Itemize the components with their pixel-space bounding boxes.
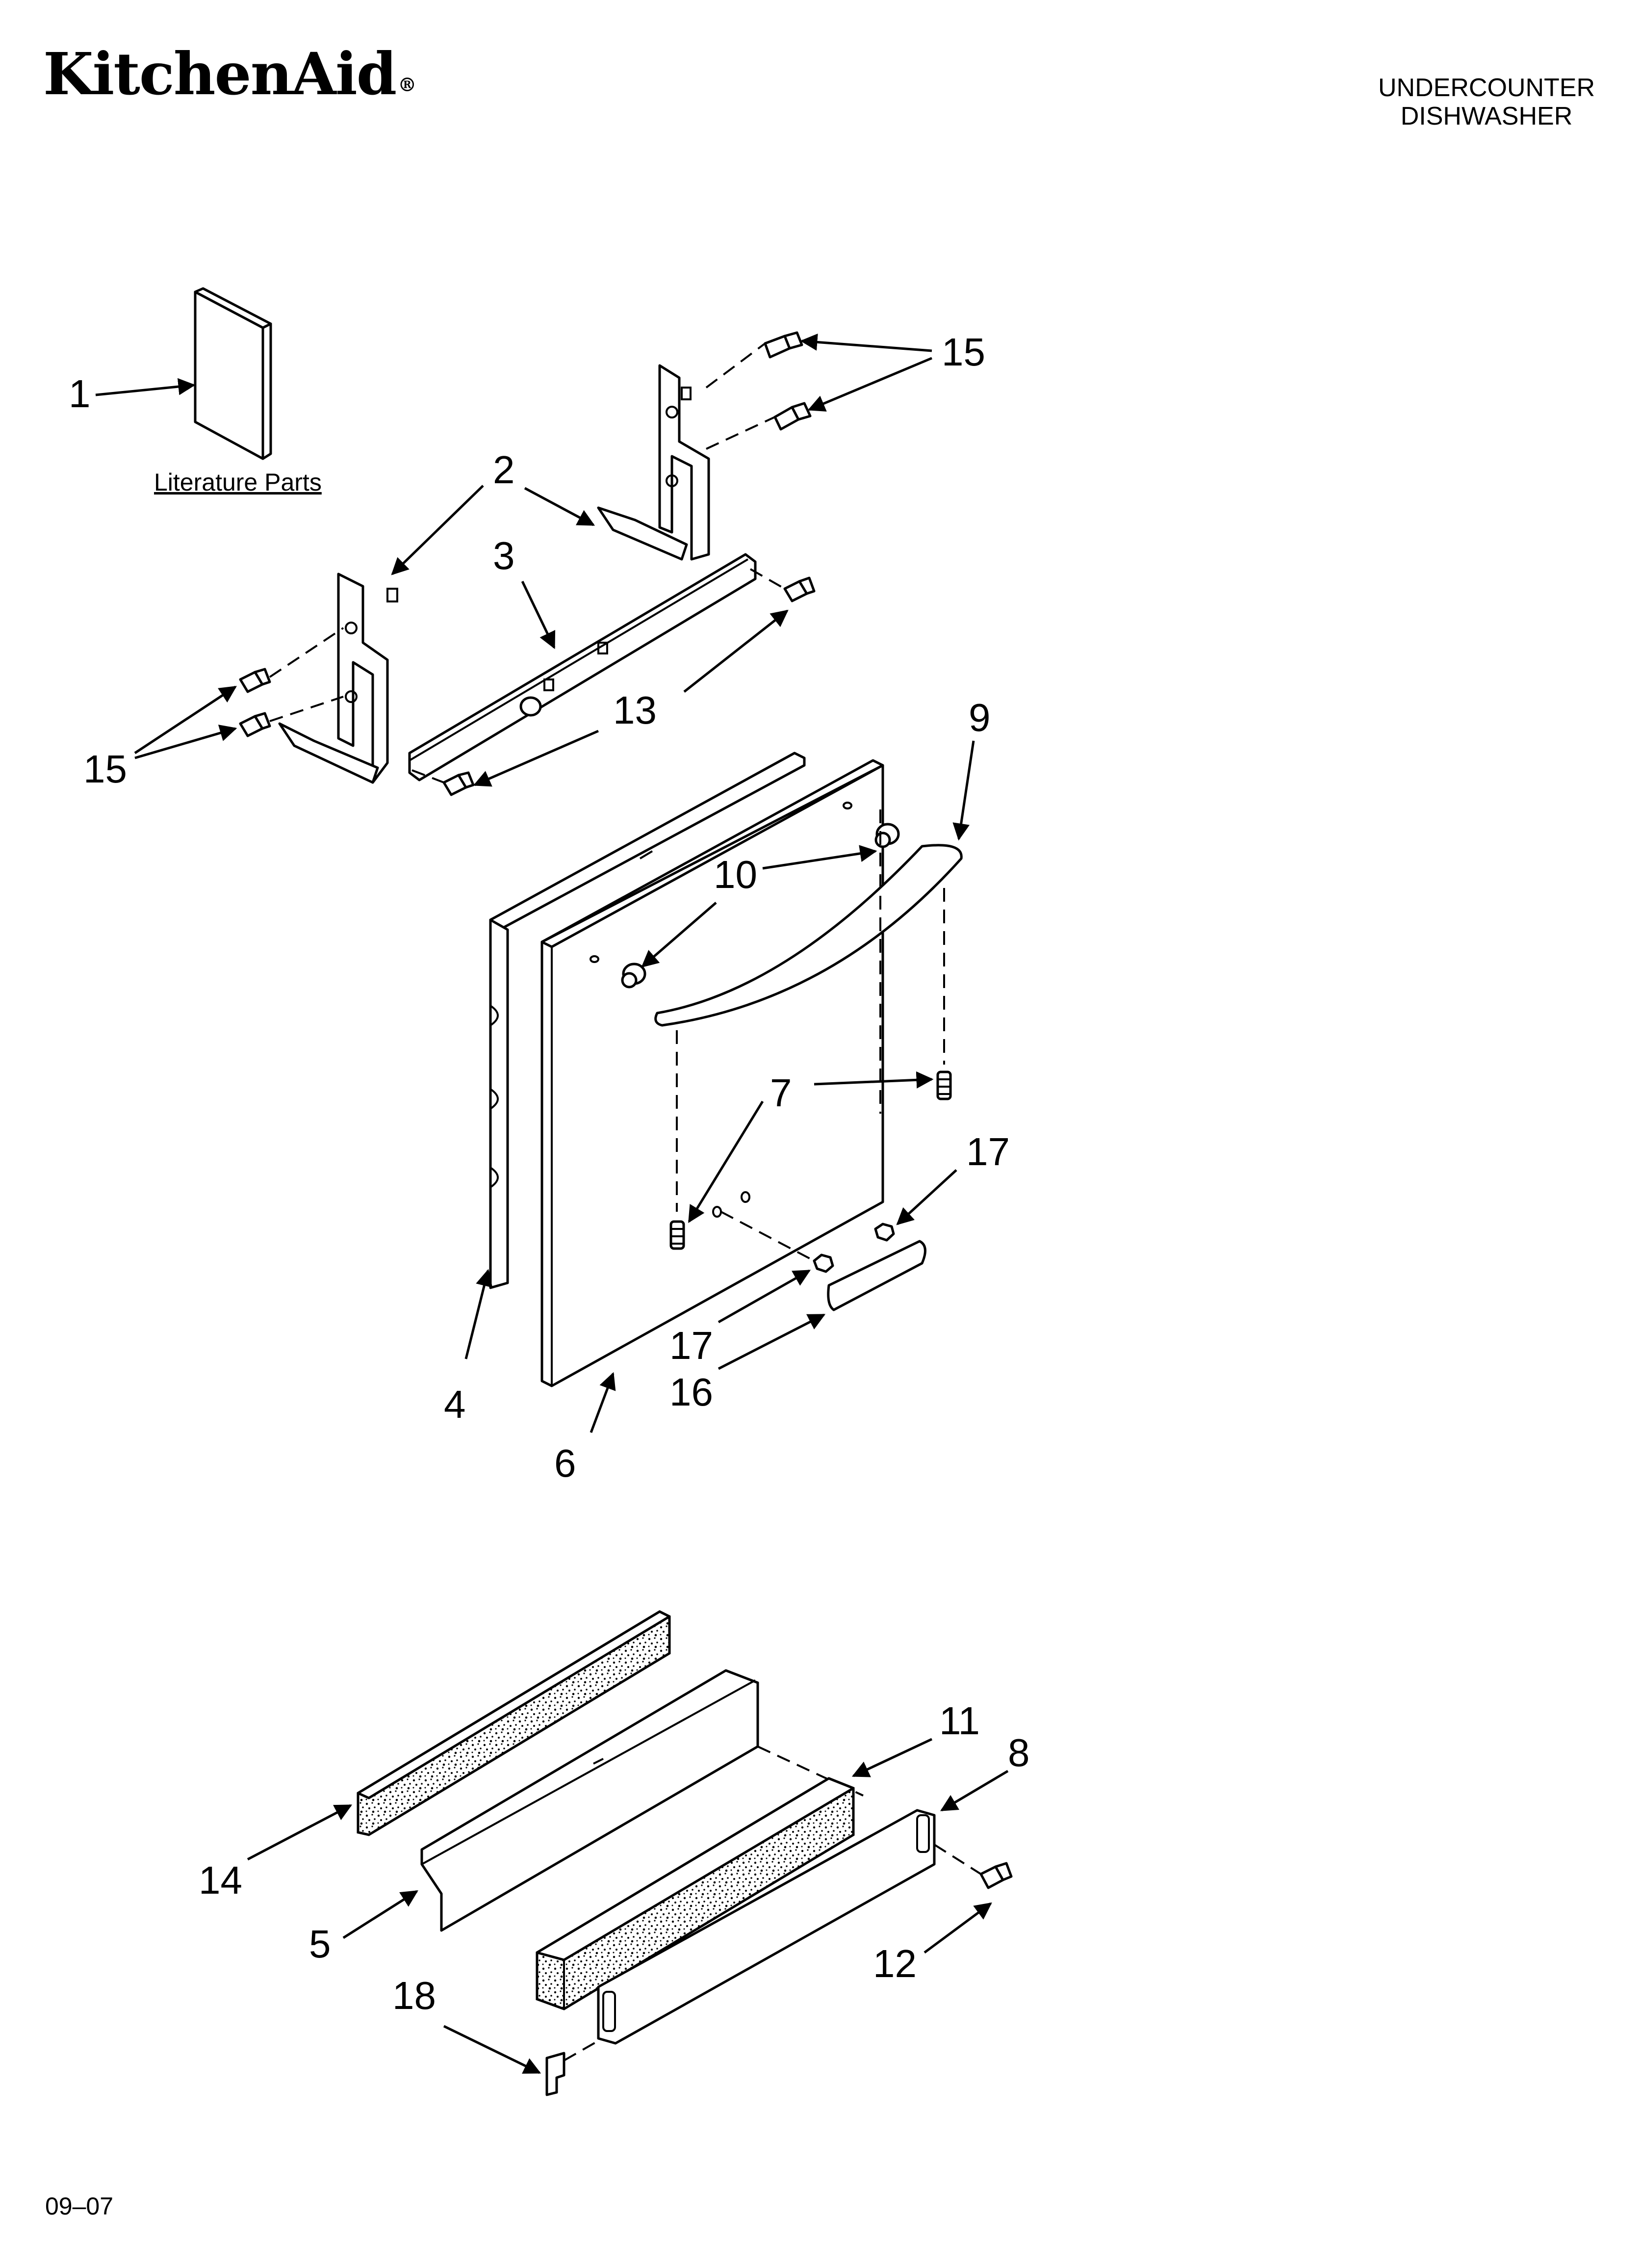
callout-1: 1	[69, 372, 91, 416]
registered-mark: ®	[398, 74, 416, 96]
callout-11: 11	[939, 1699, 980, 1743]
insulation-upper	[357, 1610, 671, 1836]
nut-17-right	[874, 1223, 895, 1242]
leader-lines	[95, 333, 1009, 2074]
callout-10: 10	[714, 853, 757, 896]
callout-2: 2	[493, 448, 515, 492]
screw-13-right	[783, 576, 816, 602]
callout-4: 4	[444, 1382, 466, 1426]
callout-17-left: 17	[669, 1324, 713, 1367]
callout-15-top: 15	[942, 330, 985, 374]
door-handle	[654, 844, 963, 1027]
handle-stud-upper	[874, 823, 900, 848]
callout-14: 14	[199, 1858, 242, 1902]
callout-15-left: 15	[83, 747, 127, 791]
mounting-bracket-left	[278, 573, 398, 784]
callout-6: 6	[554, 1441, 576, 1485]
screw-15-top-2	[773, 402, 812, 431]
screw-12	[979, 1862, 1013, 1889]
door-back-panel	[489, 752, 806, 1289]
title-line-1: UNDERCOUNTER	[1378, 74, 1595, 102]
screw-15-left-2	[239, 712, 271, 737]
door-rail	[408, 553, 757, 782]
mounting-bracket-right	[597, 364, 710, 561]
door-front-panel	[540, 759, 884, 1387]
callout-18: 18	[392, 1974, 436, 2017]
callout-7: 7	[770, 1071, 792, 1115]
screw-13-left	[442, 771, 475, 796]
callout-12: 12	[873, 1942, 917, 1985]
handle-stud-lower	[621, 963, 646, 989]
callout-9: 9	[969, 696, 991, 739]
toe-panel-clip	[545, 2052, 565, 2096]
literature-parts-label: Literature Parts	[154, 469, 322, 496]
callout-3: 3	[493, 534, 515, 577]
document-title: UNDERCOUNTER DISHWASHER	[1378, 74, 1595, 130]
nut-17-left	[813, 1253, 834, 1273]
callout-8: 8	[1008, 1731, 1030, 1774]
callout-5: 5	[309, 1922, 331, 1966]
toe-panel-support	[420, 1669, 759, 1932]
literature-parts	[194, 287, 272, 460]
callout-13: 13	[613, 688, 657, 732]
callout-17-right: 17	[966, 1130, 1010, 1173]
title-line-2: DISHWASHER	[1400, 102, 1573, 130]
threaded-stud-right	[936, 1070, 952, 1100]
footer-code: 09–07	[45, 2192, 114, 2220]
brand-name: KitchenAid	[43, 40, 397, 108]
screw-15-top-1	[764, 331, 803, 359]
insulation-lower	[536, 1777, 855, 2010]
callout-labels: 1 2 3 4 5 6 7 8 9 10 11 12 13 14 15 15 1…	[69, 330, 1030, 2017]
threaded-stud-left	[669, 1220, 685, 1250]
callout-16: 16	[669, 1370, 713, 1414]
toe-panel	[597, 1809, 936, 2045]
nameplate-badge	[827, 1240, 926, 1311]
screw-15-left-1	[239, 668, 271, 693]
brand-logo: KitchenAid®	[43, 45, 416, 103]
